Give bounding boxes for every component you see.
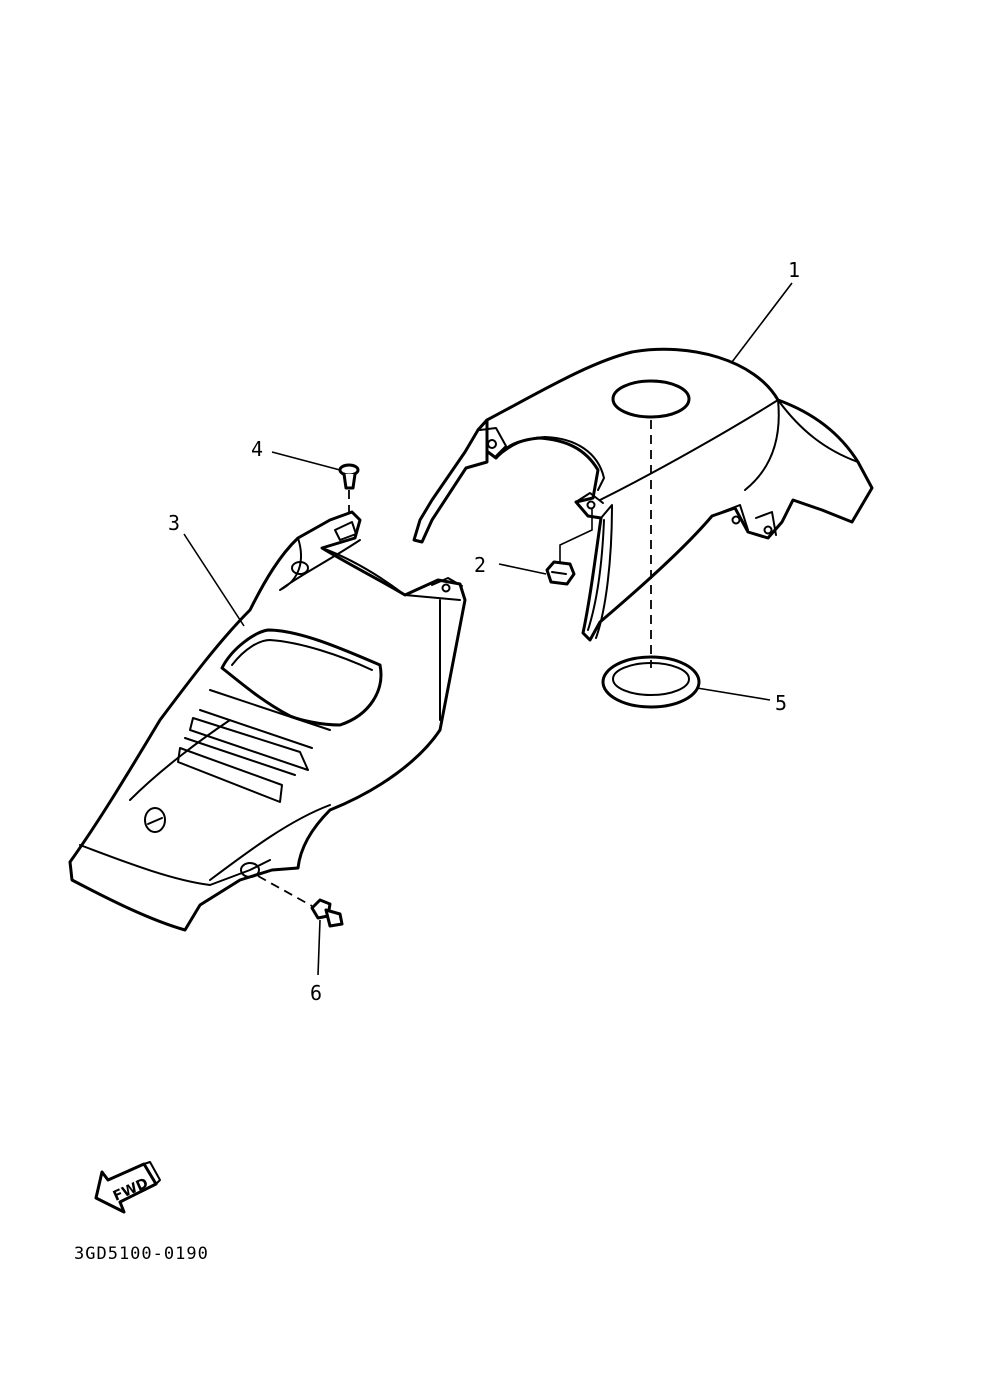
diagram-code: 3GD5100-0190 <box>74 1244 209 1264</box>
callout-4: 4 <box>251 437 263 461</box>
part-1-tank-cover <box>412 347 874 642</box>
part-6-bolt <box>257 875 344 928</box>
leader-lines <box>183 282 793 976</box>
part-5-gasket-ring <box>601 655 701 709</box>
part-3-side-cover <box>68 510 467 932</box>
callout-3: 3 <box>168 511 180 535</box>
part-2-clip-nut <box>545 508 593 586</box>
callout-1: 1 <box>788 258 800 282</box>
fwd-arrow-icon: FWD <box>94 1161 161 1214</box>
callout-5: 5 <box>775 691 787 715</box>
callout-2: 2 <box>474 553 486 577</box>
part-4-screw <box>338 463 360 520</box>
callout-6: 6 <box>310 981 322 1005</box>
